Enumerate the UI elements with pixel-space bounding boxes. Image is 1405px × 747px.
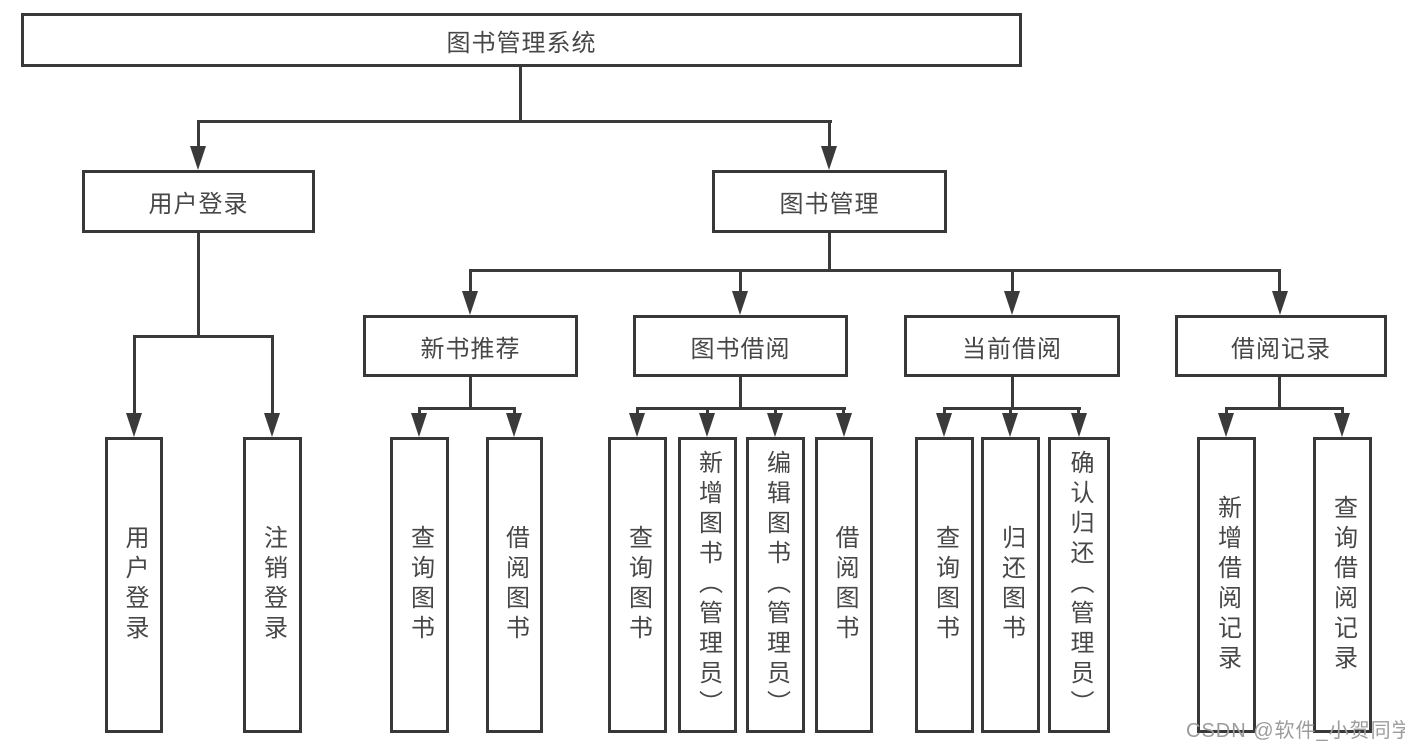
connector-line xyxy=(271,335,274,415)
node-library-management-system: 图书管理系统 xyxy=(21,13,1022,67)
node-label: 查询图书 xyxy=(406,525,434,645)
connector-line xyxy=(739,269,742,293)
connector-line xyxy=(706,407,709,415)
connector-line xyxy=(943,407,1081,410)
node-label: 编辑图书（管理员） xyxy=(762,450,790,720)
connector-line xyxy=(469,269,1281,272)
node-label: 当前借阅 xyxy=(962,335,1062,363)
node-label: 借阅记录 xyxy=(1231,335,1331,363)
connector-line xyxy=(1278,269,1281,293)
connector-arrowhead-down xyxy=(506,413,522,437)
node-borrow-record: 借阅记录 xyxy=(1175,315,1387,377)
connector-arrowhead-down xyxy=(126,413,142,437)
connector-arrowhead-down xyxy=(462,291,478,315)
connector-line xyxy=(1077,407,1080,415)
connector-line xyxy=(828,120,831,148)
connector-arrowhead-down xyxy=(732,291,748,315)
node-book-management: 图书管理 xyxy=(712,170,947,233)
connector-line xyxy=(774,407,777,415)
connector-arrowhead-down xyxy=(1071,413,1087,437)
node-label: 查询借阅记录 xyxy=(1329,495,1357,675)
connector-line xyxy=(636,407,846,410)
node-label: 用户登录 xyxy=(148,191,249,218)
connector-line xyxy=(1225,407,1344,410)
connector-line xyxy=(418,407,421,415)
connector-line xyxy=(943,407,946,415)
connector-arrowhead-down xyxy=(821,146,837,170)
node-label: 查询图书 xyxy=(931,525,959,645)
connector-arrowhead-down xyxy=(936,413,952,437)
connector-line xyxy=(1009,407,1012,415)
connector-arrowhead-down xyxy=(411,413,427,437)
connector-line xyxy=(1341,407,1344,415)
connector-line xyxy=(828,233,831,272)
connector-arrowhead-down xyxy=(1272,291,1288,315)
leaf-logout: 注销登录 xyxy=(243,437,302,733)
leaf-cb-return-books: 归还图书 xyxy=(981,437,1040,733)
connector-line xyxy=(133,335,274,338)
connector-arrowhead-down xyxy=(190,146,206,170)
node-current-borrow: 当前借阅 xyxy=(904,315,1120,377)
connector-arrowhead-down xyxy=(264,413,280,437)
leaf-cb-confirm-return-admin: 确认归还（管理员） xyxy=(1048,437,1110,733)
connector-arrowhead-down xyxy=(1002,413,1018,437)
connector-line xyxy=(418,407,516,410)
connector-line xyxy=(1225,407,1228,415)
node-label: 新增图书（管理员） xyxy=(694,450,722,720)
connector-line xyxy=(739,377,742,410)
leaf-br-query-record: 查询借阅记录 xyxy=(1313,437,1372,733)
node-label: 图书管理系统 xyxy=(446,29,597,57)
connector-line xyxy=(469,377,472,410)
connector-line xyxy=(636,407,639,415)
node-label: 用户登录 xyxy=(121,525,148,645)
connector-arrowhead-down xyxy=(1004,291,1020,315)
connector-line xyxy=(842,407,845,415)
node-label: 借阅图书 xyxy=(501,525,529,645)
leaf-user-login: 用户登录 xyxy=(105,437,163,733)
node-new-book-recommend: 新书推荐 xyxy=(363,315,578,377)
node-label: 图书管理 xyxy=(779,191,880,218)
leaf-bb-query-books: 查询图书 xyxy=(608,437,667,733)
connector-line xyxy=(1278,377,1281,410)
connector-arrowhead-down xyxy=(767,413,783,437)
leaf-cb-query-books: 查询图书 xyxy=(915,437,974,733)
leaf-bb-borrow-books: 借阅图书 xyxy=(815,437,873,733)
connector-line xyxy=(519,67,522,120)
connector-line xyxy=(513,407,516,415)
node-user-login: 用户登录 xyxy=(82,170,315,233)
leaf-br-add-record: 新增借阅记录 xyxy=(1197,437,1256,733)
node-label: 借阅图书 xyxy=(831,525,858,645)
node-label: 注销登录 xyxy=(259,525,287,645)
connector-line xyxy=(1011,377,1014,410)
connector-arrowhead-down xyxy=(629,413,645,437)
connector-line xyxy=(469,269,472,293)
connector-line xyxy=(133,335,136,415)
leaf-nb-query-books: 查询图书 xyxy=(390,437,449,733)
connector-line xyxy=(197,120,200,148)
leaf-bb-add-books-admin: 新增图书（管理员） xyxy=(678,437,737,733)
node-label: 新书推荐 xyxy=(420,335,521,363)
connector-arrowhead-down xyxy=(1218,413,1234,437)
connector-line xyxy=(1011,269,1014,293)
node-book-borrow: 图书借阅 xyxy=(633,315,848,377)
leaf-nb-borrow-books: 借阅图书 xyxy=(486,437,543,733)
connector-arrowhead-down xyxy=(836,413,852,437)
node-label: 图书借阅 xyxy=(690,335,791,363)
csdn-watermark: CSDN @软件_小贺同学 xyxy=(1186,720,1405,742)
connector-line xyxy=(197,233,200,335)
node-label: 归还图书 xyxy=(997,525,1025,645)
node-label: 查询图书 xyxy=(624,525,652,645)
connector-arrowhead-down xyxy=(1334,413,1350,437)
connector-line xyxy=(197,120,832,123)
leaf-bb-edit-books-admin: 编辑图书（管理员） xyxy=(746,437,805,733)
node-label: 确认归还（管理员） xyxy=(1066,450,1093,720)
node-label: 新增借阅记录 xyxy=(1213,495,1241,675)
connector-arrowhead-down xyxy=(699,413,715,437)
